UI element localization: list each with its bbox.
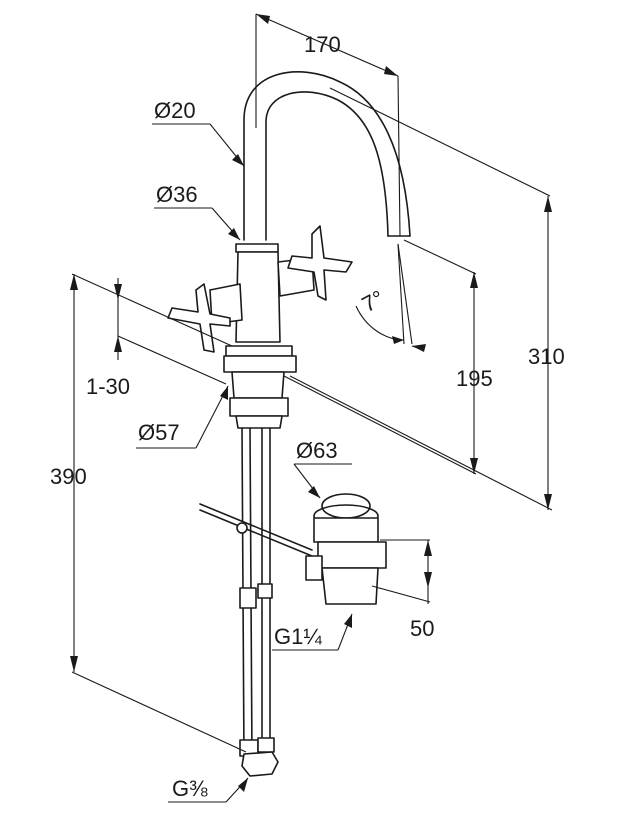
spout-outer: [243, 71, 411, 241]
ext-line-195-bottom: [283, 375, 477, 475]
hose-clip-left: [239, 587, 257, 609]
label-waste-thread: G1¼: [274, 624, 322, 649]
label-body-diameter: Ø36: [156, 182, 198, 207]
arrow-20: [232, 154, 244, 166]
pull-rod-joint: [236, 522, 248, 534]
waste-nut: [317, 541, 387, 569]
fixing-washer: [235, 415, 283, 429]
base-neck: [231, 371, 285, 399]
hose-nipple-right: [257, 737, 275, 753]
arrow-g38: [238, 778, 248, 792]
arrow-g114: [344, 614, 352, 628]
waste-body-upper: [313, 517, 379, 543]
arrow-195-bottom: [470, 458, 478, 474]
spout-collar: [235, 243, 279, 253]
label-total-height: 310: [528, 344, 565, 369]
pull-rod-bottom: [199, 509, 313, 557]
label-tilt-angle: 7°: [358, 285, 388, 317]
arrow-reach-left: [256, 14, 270, 24]
label-waste-height: 50: [410, 616, 434, 641]
arrow-angle: [392, 336, 404, 344]
label-outlet-height: 195: [456, 366, 493, 391]
arrow-angle-right: [412, 344, 426, 352]
label-hose-length: 390: [50, 464, 87, 489]
arrow-310-bottom: [544, 494, 552, 510]
ext-line-50-bottom: [371, 585, 431, 603]
arrow-deck-top: [114, 284, 122, 300]
waste-rod-link: [305, 555, 323, 581]
ext-line-390-bottom: [71, 671, 247, 753]
label-waste-diameter: Ø63: [296, 438, 338, 463]
spout-inner: [265, 91, 389, 241]
pull-rod-top: [199, 503, 313, 551]
ext-line-310-top: [329, 87, 551, 197]
angle-line-tilted: [397, 243, 413, 345]
arrow-63: [308, 486, 320, 498]
hose-clip-right: [257, 583, 273, 599]
dim-line-reach: [255, 13, 399, 77]
dimension-labels: 170 Ø20 Ø36 7° 195 310 1-30 Ø57 390 Ø63 …: [50, 32, 565, 801]
arrow-195-top: [470, 272, 478, 288]
ext-line-deck: [117, 335, 227, 385]
faucet-body: [235, 251, 281, 343]
arrow-390-bottom: [70, 656, 78, 672]
label-spout-diameter: Ø20: [154, 98, 196, 123]
label-base-diameter: Ø57: [138, 420, 180, 445]
label-reach: 170: [304, 32, 341, 57]
arrow-50-bottom: [424, 572, 432, 588]
ext-line-390-top: [71, 273, 233, 347]
ext-line-reach-right: [397, 75, 401, 237]
right-handle-cross: [287, 225, 353, 301]
label-connection-thread: G⅜: [172, 776, 208, 801]
arrow-310-top: [544, 196, 552, 212]
base-ring: [223, 355, 297, 373]
angle-line-vertical: [397, 243, 405, 345]
left-handle-stem: [209, 283, 243, 325]
dimension-lines: [70, 13, 553, 803]
base-ring-top: [225, 345, 293, 357]
arrow-57: [220, 386, 228, 400]
faucet-outline: [167, 71, 411, 777]
hose-connector-nut: [241, 751, 279, 777]
arrow-reach-right: [384, 66, 398, 76]
ext-line-195-top: [403, 239, 477, 275]
ext-line-310-bottom: [289, 375, 553, 511]
arrow-50-top: [424, 540, 432, 556]
arrow-36: [228, 228, 240, 240]
fixing-nut: [229, 397, 289, 417]
left-handle-cross: [167, 283, 231, 353]
waste-tailpiece: [321, 567, 379, 605]
label-deck-thickness: 1-30: [86, 374, 130, 399]
arrow-390-top: [70, 274, 78, 290]
